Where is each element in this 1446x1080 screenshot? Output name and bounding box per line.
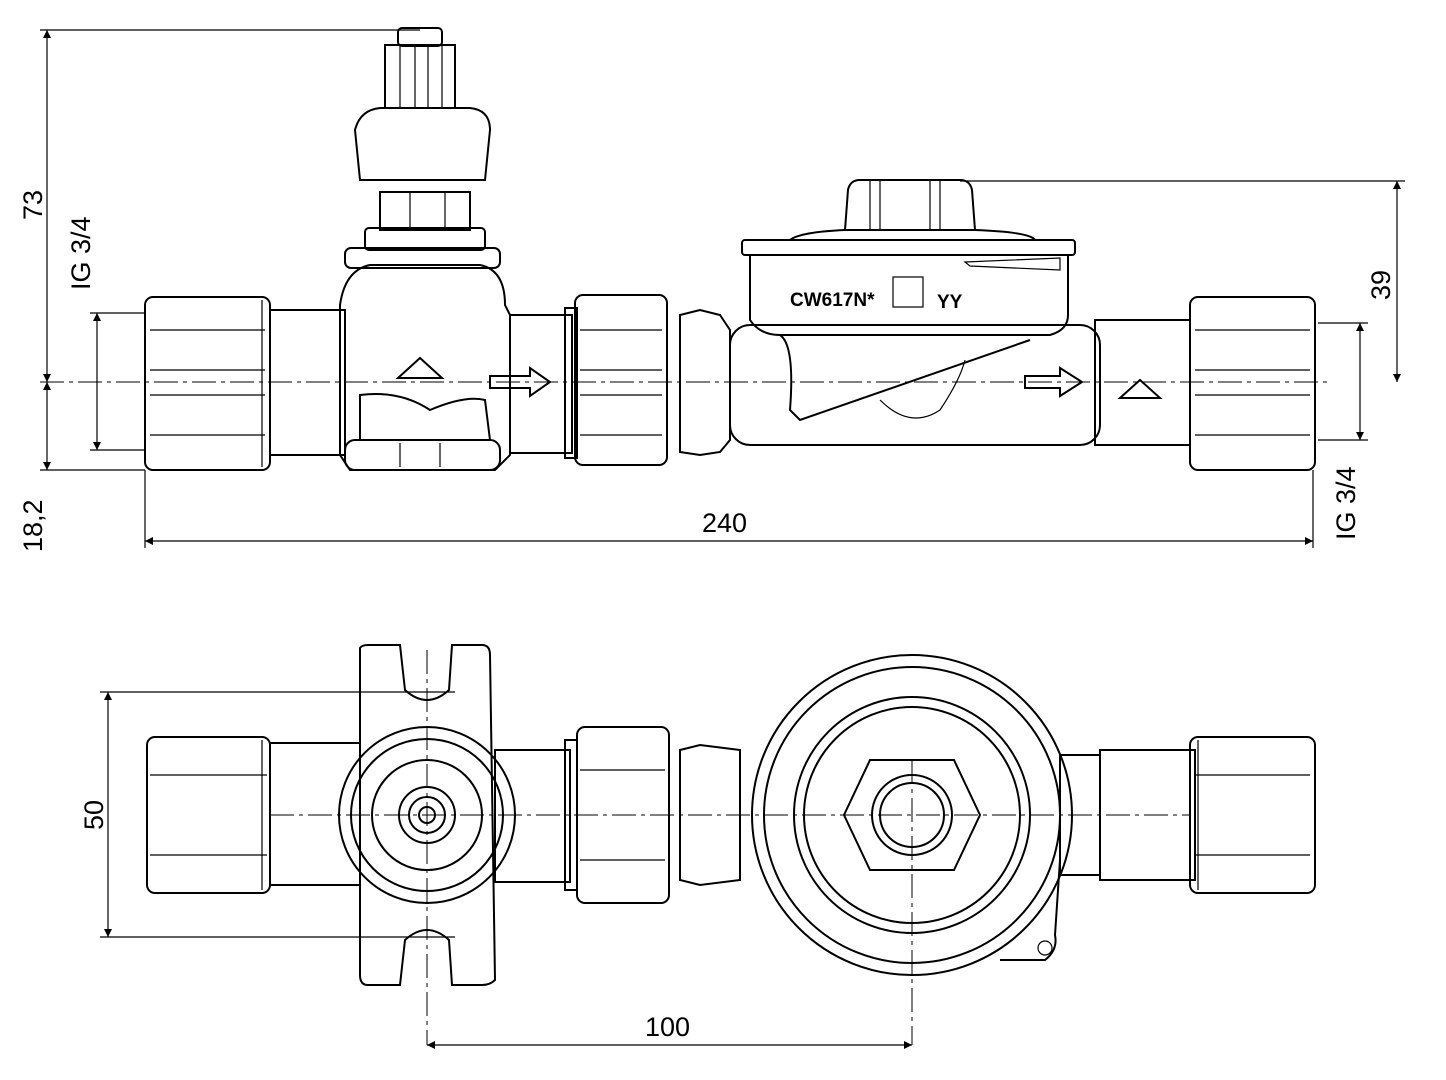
stop-valve	[339, 27, 511, 471]
meter-top	[751, 654, 1073, 976]
marking-box	[892, 276, 924, 308]
flow-arrow-icon	[489, 366, 552, 398]
water-meter: CW617N* YY	[729, 179, 1101, 446]
left-union-nut	[144, 296, 271, 471]
union-nut-top	[564, 726, 670, 904]
center-union-nut	[564, 294, 668, 466]
pipe-left	[269, 309, 346, 456]
dim-width: 50	[79, 800, 109, 830]
dim-height-bottom: 18,2	[18, 499, 48, 552]
flow-direction-triangle-icon	[395, 356, 445, 379]
flow-arrow-icon	[1024, 366, 1084, 398]
dim-axis-distance: 100	[645, 1012, 690, 1042]
year-marking: YY	[937, 292, 963, 313]
side-view: CW617N* YY 73	[18, 27, 1405, 552]
dim-meter-height: 39	[1366, 270, 1396, 300]
top-view: 50 100	[79, 644, 1316, 1049]
dim-total-length: 240	[702, 508, 747, 538]
left-nut-top	[146, 736, 271, 894]
right-union-nut	[1189, 296, 1316, 471]
dim-thread-right: IG 3/4	[1331, 466, 1361, 540]
material-marking: CW617N*	[790, 290, 875, 311]
dim-thread-left: IG 3/4	[66, 216, 96, 290]
valve-top	[338, 644, 516, 986]
dim-height-top: 73	[18, 190, 48, 220]
dimension-lines	[40, 29, 1405, 548]
dimension-lines-top	[100, 691, 912, 1049]
flow-direction-triangle-icon	[1117, 378, 1163, 399]
right-nut-top	[1189, 736, 1316, 894]
meter-connector	[679, 308, 731, 457]
pipe-mid	[509, 314, 573, 454]
